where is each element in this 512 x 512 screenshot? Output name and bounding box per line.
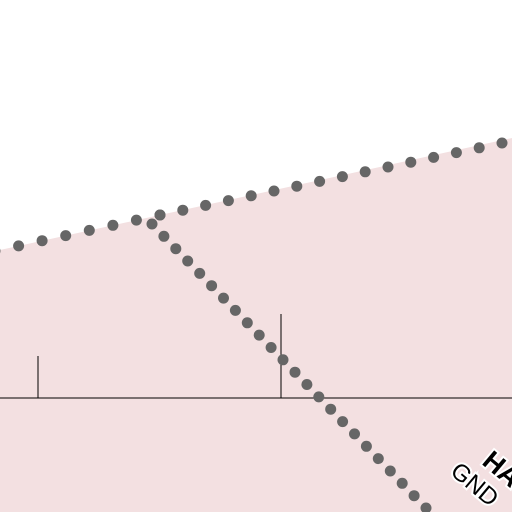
- boundary-dot: [314, 175, 326, 187]
- boundary-dot: [313, 391, 325, 403]
- boundary-dot: [13, 240, 25, 252]
- boundary-dot: [396, 477, 408, 489]
- boundary-dot: [496, 137, 508, 149]
- boundary-dot: [200, 199, 212, 211]
- boundary-dot: [382, 161, 394, 173]
- boundary-dot: [194, 267, 206, 279]
- boundary-dot: [83, 224, 95, 236]
- boundary-dot: [222, 195, 234, 207]
- boundary-dot: [241, 317, 253, 329]
- airspace-boundary: [0, 137, 508, 512]
- boundary-dot: [265, 342, 277, 353]
- boundary-dot: [291, 180, 303, 192]
- boundary-dot: [0, 248, 1, 254]
- boundary-dot: [60, 230, 72, 242]
- boundary-dot: [289, 366, 301, 378]
- boundary-dot: [206, 280, 218, 292]
- boundary-dot: [36, 235, 48, 247]
- boundary-dot: [130, 214, 142, 226]
- boundary-dot: [177, 204, 189, 216]
- boundary-dot: [107, 219, 119, 231]
- boundary-dot: [277, 354, 289, 366]
- boundary-dot: [384, 465, 396, 477]
- boundary-dot: [158, 230, 170, 242]
- boundary-dot: [360, 440, 372, 452]
- boundary-dot: [170, 243, 182, 255]
- boundary-dot: [337, 416, 349, 428]
- airspace-area: [0, 138, 512, 512]
- boundary-dot: [154, 209, 166, 221]
- boundary-dot: [405, 156, 417, 168]
- boundary-dot: [245, 190, 257, 202]
- boundary-dot: [450, 147, 462, 159]
- boundary-dot: [473, 142, 485, 154]
- boundary-dot: [253, 329, 265, 341]
- boundary-dot: [359, 166, 371, 178]
- boundary-dot: [268, 185, 280, 197]
- boundary-dot: [428, 151, 440, 163]
- boundary-dot: [349, 428, 360, 440]
- boundary-dot: [336, 171, 348, 183]
- boundary-dot: [325, 403, 337, 415]
- boundary-dot: [218, 292, 229, 304]
- boundary-dot: [182, 255, 194, 267]
- boundary-dot: [408, 490, 420, 502]
- boundary-dot: [372, 453, 384, 465]
- boundary-dot: [301, 379, 313, 390]
- boundary-dot: [229, 304, 241, 316]
- boundary-dot: [420, 502, 432, 512]
- boundary-dot: [146, 218, 158, 230]
